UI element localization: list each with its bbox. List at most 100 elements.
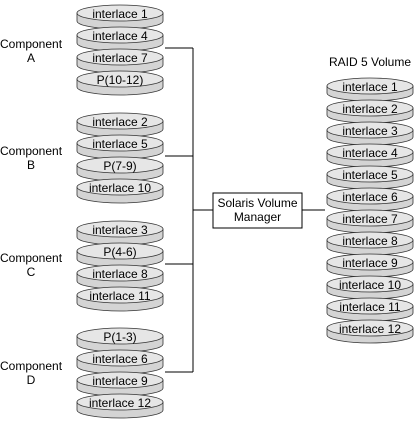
raid5-volume-disk-5-top (326, 165, 414, 183)
component-d-disk-4-top (76, 393, 164, 411)
component-a-disk-1-label: interlace 1 (92, 7, 148, 21)
component-a-disk-3-label: interlace 7 (92, 51, 148, 65)
component-b-disk-2-label: interlace 5 (92, 137, 148, 151)
component-a-disk-4-label: P(10-12) (97, 73, 144, 87)
component-b-disk-3-label: P(7-9) (103, 159, 136, 173)
raid5-volume-disk-7-label: interlace 7 (342, 212, 398, 226)
component-d-disk-3-top (76, 371, 164, 389)
component-a-disk-stack: interlace 1 interlace 4 interlace 7 P(10-12… (76, 4, 164, 96)
raid5-volume-disk-4-top (326, 143, 414, 161)
raid5-volume-disk-9-top (326, 253, 414, 271)
raid5-volume-disk-3: interlace 3 (326, 121, 414, 146)
raid5-volume-disk-2-top (326, 99, 414, 117)
component-c-disk-3: interlace 8 (76, 264, 164, 290)
solaris-volume-manager-box: Solaris Volume Manager (212, 192, 303, 229)
raid5-volume-disk-9-label: interlace 9 (342, 256, 398, 270)
raid5-volume-disk-11-label: interlace 11 (339, 300, 400, 314)
component-c-disk-2-label: P(4-6) (103, 245, 136, 259)
component-a-disk-2: interlace 4 (76, 26, 164, 52)
component-c-disk-4-label: interlace 11 (89, 289, 150, 303)
component-d-disk-3-label: interlace 9 (92, 374, 148, 388)
component-d-disk-stack: P(1-3) interlace 6 interlace 9 interlace 12 (76, 327, 164, 419)
component-d-label-line1: Component (0, 359, 63, 373)
manager-label-line1: Solaris Volume (217, 196, 297, 210)
component-a-disk-3-top (76, 48, 164, 66)
component-b-disk-4-top (76, 178, 164, 196)
component-d-disk-3: interlace 9 (76, 371, 164, 397)
raid5-volume-disk-4-label: interlace 4 (342, 146, 398, 160)
raid5-volume-disk-12-label: interlace 12 (339, 322, 401, 336)
component-d-disk-4-label: interlace 12 (89, 396, 151, 410)
component-c-disk-1-top (76, 220, 164, 238)
component-b-disk-4-label: interlace 10 (89, 181, 151, 195)
component-c-label: Component C (0, 251, 63, 279)
component-d-label: Component D (0, 359, 63, 387)
component-b-label-line1: Component (0, 144, 63, 158)
raid5-volume-disk-3-label: interlace 3 (342, 124, 398, 138)
component-a-disk-4: P(10-12) (76, 70, 164, 96)
raid5-volume-disk-11: interlace 11 (326, 297, 414, 322)
component-a-label-line2: A (27, 51, 35, 65)
component-b-disk-1-label: interlace 2 (92, 115, 148, 129)
component-c-label-line1: Component (0, 251, 63, 265)
component-d-disk-4: interlace 12 (76, 393, 164, 419)
component-d-disk-1-label: P(1-3) (103, 330, 136, 344)
component-a-label-line1: Component (0, 37, 63, 51)
raid5-volume-disk-11-top (326, 297, 414, 315)
component-b-disk-1: interlace 2 (76, 112, 164, 138)
raid5-volume-disk-6: interlace 6 (326, 187, 414, 212)
raid5-volume-disk-5-label: interlace 5 (342, 168, 398, 182)
raid5-volume-disk-1: interlace 1 (326, 77, 414, 102)
raid5-volume-disk-4: interlace 4 (326, 143, 414, 168)
component-c-disk-1-label: interlace 3 (92, 223, 148, 237)
component-c-disk-4-top (76, 286, 164, 304)
component-b-disk-1-top (76, 112, 164, 130)
raid5-volume-disk-10: interlace 10 (326, 275, 414, 300)
component-c-disk-stack: interlace 3 P(4-6) interlace 8 interlace 11 (76, 220, 164, 312)
component-a-disk-1: interlace 1 (76, 4, 164, 30)
raid5-volume-disk-8-top (326, 231, 414, 249)
raid5-volume-disk-2: interlace 2 (326, 99, 414, 124)
raid5-volume-disk-3-top (326, 121, 414, 139)
component-b-label: Component B (0, 144, 63, 172)
raid5-volume-disk-10-label: interlace 10 (339, 278, 401, 292)
component-b-disk-2-top (76, 134, 164, 152)
raid5-volume-disk-2-label: interlace 2 (342, 102, 398, 116)
component-c-disk-3-top (76, 264, 164, 282)
component-b-disk-4: interlace 10 (76, 178, 164, 204)
component-a-label: Component A (0, 37, 63, 65)
raid5-volume-disk-7: interlace 7 (326, 209, 414, 234)
component-d-disk-2-top (76, 349, 164, 367)
component-d-disk-1: P(1-3) (76, 327, 164, 353)
component-b-disk-2: interlace 5 (76, 134, 164, 160)
manager-label-line2: Manager (234, 210, 281, 224)
component-b-label-line2: B (27, 158, 35, 172)
component-d-disk-1-top (76, 327, 164, 345)
raid5-volume-disk-5: interlace 5 (326, 165, 414, 190)
manager-box-border (212, 192, 303, 229)
raid5-volume-disk-9: interlace 9 (326, 253, 414, 278)
component-c-disk-3-label: interlace 8 (92, 267, 148, 281)
raid5-volume-title: RAID 5 Volume (329, 55, 411, 69)
component-c-label-line2: C (27, 265, 36, 279)
connector-lines (165, 47, 325, 373)
component-c-disk-4: interlace 11 (76, 286, 164, 312)
component-d-disk-2: interlace 6 (76, 349, 164, 375)
component-d-label-line2: D (27, 373, 36, 387)
component-a-disk-4-top (76, 70, 164, 88)
component-d-disk-2-label: interlace 6 (92, 352, 148, 366)
component-a-disk-3: interlace 7 (76, 48, 164, 74)
raid5-volume-disk-6-label: interlace 6 (342, 190, 398, 204)
component-a-disk-2-top (76, 26, 164, 44)
component-a-disk-2-label: interlace 4 (92, 29, 148, 43)
component-c-disk-2: P(4-6) (76, 242, 164, 268)
raid5-volume-disk-10-top (326, 275, 414, 293)
raid5-volume-disk-7-top (326, 209, 414, 227)
raid5-volume-disk-12: interlace 12 (326, 319, 414, 344)
raid5-volume-disk-8: interlace 8 (326, 231, 414, 256)
component-b-disk-3: P(7-9) (76, 156, 164, 182)
raid5-volume-disk-12-top (326, 319, 414, 337)
component-b-disk-3-top (76, 156, 164, 174)
component-c-disk-2-top (76, 242, 164, 260)
